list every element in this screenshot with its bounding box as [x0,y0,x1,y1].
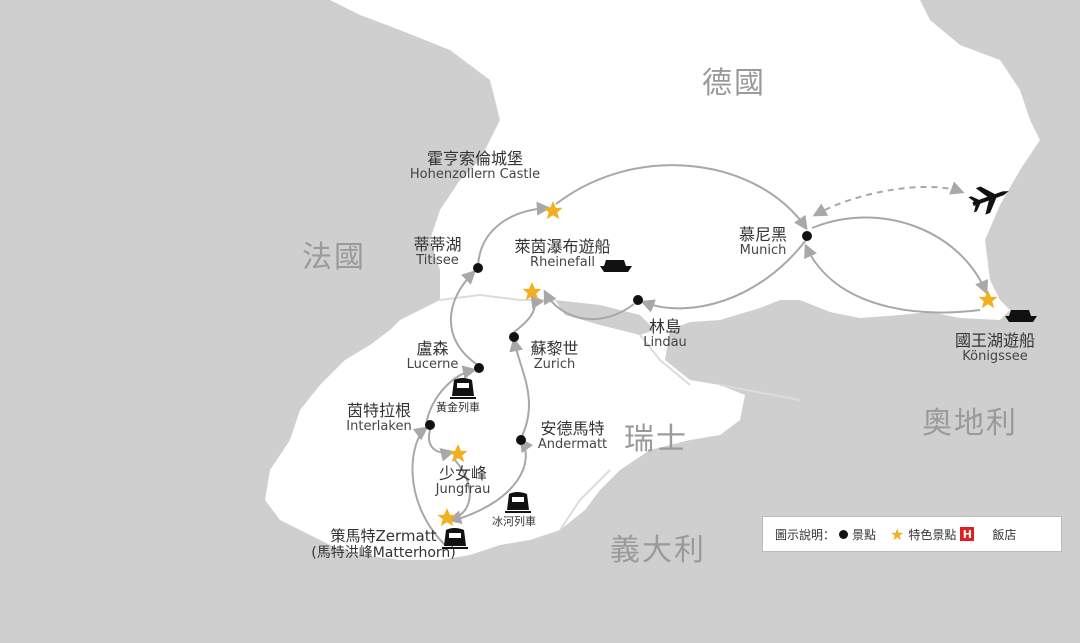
dot-icon [839,529,849,539]
label-konigssee: 國王湖遊船 Königssee [945,331,1045,365]
dot-interlaken [425,420,435,430]
label-zh: 蒂蒂湖 [413,235,462,254]
dot-zurich [509,332,519,342]
ship-icon-konigssee [1005,310,1037,322]
label-sub: (馬特洪峰Matterhorn) [311,545,456,562]
label-en: Lindau [643,335,687,351]
label-en: Jungfrau [435,482,491,498]
label-zurich: 蘇黎世 Zurich [522,339,587,373]
train-icon-golden-pass [450,378,476,399]
legend-title: 圖示說明： [775,527,836,542]
train-icon-glacier-express [505,492,531,513]
label-andermatt: 安德馬特 Andermatt [530,419,615,453]
label-zh: 林島 [648,317,681,336]
label-rheinefall: 萊茵瀑布遊船 Rheinefall [500,237,625,271]
dot-lindau [633,295,643,305]
label-zh: 國王湖遊船 [954,331,1035,350]
legend-hotel: 飯店 [992,527,1017,542]
label-interlaken: 茵特拉根 Interlaken [338,401,420,435]
label-zh: 慕尼黑 [738,225,787,244]
label-zh: 茵特拉根 [346,401,411,420]
airplane-icon [968,186,1009,215]
label-lucerne: 盧森 Lucerne [400,339,465,373]
border-line [439,293,801,531]
star-hohenzollern [543,201,563,220]
country-italy: 義大利 [610,533,706,568]
route-lines [411,164,989,546]
label-zermatt: 策馬特Zermatt (馬特洪峰Matterhorn) [296,527,471,562]
label-en: Zurich [533,357,576,373]
label-zh: 安德馬特 [540,419,605,438]
label-zh: 盧森 [416,339,449,358]
legend-spot: 景點 [852,527,877,542]
label-en: Hohenzollern Castle [409,167,541,183]
label-munich: 慕尼黑 Munich [728,225,798,259]
star-icon: ★ [890,524,905,544]
label-lindau: 林島 Lindau [635,317,695,351]
label-titisee: 蒂蒂湖 Titisee [400,235,475,269]
label-en: Interlaken [346,419,412,435]
label-en: Andermatt [537,437,608,453]
country-france: 法國 [302,240,366,275]
star-rheinefall [522,282,542,301]
label-en: Titisee [416,253,459,269]
country-germany: 德國 [702,66,766,101]
spot-markers [425,231,812,445]
ship-icon-rheinefall [600,260,632,272]
label-en: Rheinefall [530,255,595,271]
legend-featured: 特色景點 [908,527,957,542]
dot-andermatt [516,435,526,445]
label-zh: 萊茵瀑布遊船 [514,237,611,256]
featured-markers [437,201,998,527]
label-en: Munich [739,243,787,259]
star-jungfrau [448,444,468,463]
dot-munich [802,231,812,241]
label-zh: 少女峰 [438,464,487,483]
label-glacier-express: 冰河列車 [492,515,536,528]
land-area [265,0,1040,560]
label-en: Königssee [962,349,1028,365]
country-switzerland: 瑞士 [624,422,688,457]
label-en: Lucerne [406,357,459,373]
label-zh: 霍亨索倫城堡 [426,149,523,168]
star-konigssee [978,290,998,309]
train-icon-zermatt [442,528,468,549]
country-austria: 奧地利 [922,406,1018,441]
label-golden-pass: 黃金列車 [436,401,480,414]
label-jungfrau: 少女峰 Jungfrau [428,464,498,498]
star-zermatt [437,508,457,527]
map-legend: 圖示說明： 景點 ★ 特色景點 H 飯店 [762,516,1062,552]
dot-titisee [473,263,483,273]
label-hohenzollern: 霍亨索倫城堡 Hohenzollern Castle [405,149,545,183]
label-zh: 策馬特Zermatt [330,527,437,545]
dot-lucerne [474,363,484,373]
hotel-icon: H [960,527,975,541]
label-zh: 蘇黎世 [530,339,579,358]
